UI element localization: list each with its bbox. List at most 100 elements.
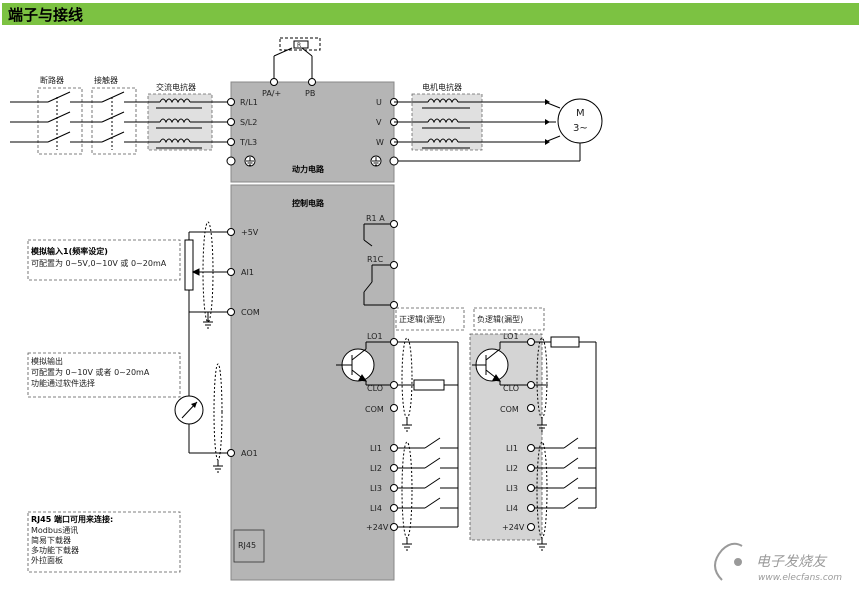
rj45-note-line5: 外拉面板 <box>31 555 63 565</box>
rj45-note-line1: RJ45 端口可用来连接: <box>31 514 113 524</box>
motor-symbol <box>557 98 603 144</box>
analog-output-note-line3: 功能通过软件选择 <box>31 378 95 388</box>
terminal-lo1: LO1 <box>367 332 383 341</box>
analog-output-note-line1: 模拟输出 <box>31 356 63 366</box>
ground-icon <box>370 155 382 167</box>
watermark-line2: www.elecfans.com <box>758 573 842 583</box>
ground-icon <box>402 543 412 551</box>
breaker-label: 断路器 <box>40 75 64 85</box>
brake-resistor-label: R <box>297 42 301 49</box>
rj45-port-label: RJ45 <box>238 541 256 550</box>
ground-icon <box>402 424 412 432</box>
analog-output-note-box <box>27 352 181 398</box>
ground-icon <box>537 543 547 551</box>
watermark-logo-icon <box>714 542 743 581</box>
brake-resistor-wiring <box>273 37 321 82</box>
terminal-v: V <box>376 118 382 127</box>
source-logic-label: 正逻辑(源型) <box>399 314 445 324</box>
ground-icon <box>213 465 223 473</box>
motor-reactor-coils <box>394 98 581 162</box>
terminal-r1c: R1C <box>367 255 384 264</box>
analog-output-note-line2: 可配置为 0~10V 或者 0~20mA <box>31 367 150 377</box>
page-title: 端子与接线 <box>8 6 84 24</box>
sink-terminal-com: COM <box>500 405 519 414</box>
terminal-24v: +24V <box>366 523 389 532</box>
power-circuit-title: 动力电路 <box>292 164 325 174</box>
brake-terminals <box>270 78 316 86</box>
ground-icon <box>203 321 213 329</box>
terminal-s-l2: S/L2 <box>240 118 257 127</box>
motor-label-3phase: 3~ <box>573 123 588 134</box>
terminal-u: U <box>376 98 382 107</box>
sink-logic-label-box <box>473 307 545 331</box>
relay-contacts <box>363 223 390 306</box>
terminal-5v: +5V <box>241 228 259 237</box>
source-output-terminals <box>390 338 398 412</box>
ac-reactor-coils <box>148 98 231 149</box>
ground-icon <box>537 424 547 432</box>
terminal-pb: PB <box>305 89 315 98</box>
terminal-li1: LI1 <box>370 444 382 453</box>
sink-terminal-24v: +24V <box>502 523 525 532</box>
sink-terminal-li3: LI3 <box>506 484 518 493</box>
rj45-port <box>233 529 265 563</box>
power-circuit-block <box>230 81 395 183</box>
terminal-ai1: AI1 <box>241 268 254 277</box>
sink-terminal-li4: LI4 <box>506 504 518 513</box>
motor-label-m: M <box>576 108 585 119</box>
rj45-note-line4: 多功能下载器 <box>31 545 79 555</box>
watermark-line1: 电子发烧友 <box>756 554 828 570</box>
analog-input-wiring <box>184 221 231 323</box>
input-power-lines <box>10 91 148 150</box>
ground-icon <box>244 155 256 167</box>
rj45-note-line2: Modbus通讯 <box>31 525 78 535</box>
terminal-com-out: COM <box>365 405 384 414</box>
transistor-symbol <box>336 341 390 386</box>
terminal-t-l3: T/L3 <box>239 138 257 147</box>
analog-input-note-box <box>27 239 181 281</box>
header-bar <box>2 3 859 25</box>
motor-wire-arrows <box>545 99 550 145</box>
sink-transistor-symbol <box>472 341 527 386</box>
motor-reactor-label: 电机电抗器 <box>422 82 462 92</box>
breaker-box <box>37 87 83 155</box>
source-logic-label-box <box>395 307 465 331</box>
control-circuit-title: 控制电路 <box>292 198 325 208</box>
sink-input-terminals <box>527 444 535 531</box>
terminal-li2: LI2 <box>370 464 382 473</box>
sink-terminal-li1: LI1 <box>506 444 518 453</box>
power-input-terminals <box>226 98 236 166</box>
sink-output-terminals <box>527 338 535 412</box>
analog-output-wiring <box>174 312 231 466</box>
analog-input-note-line1: 模拟输入1(频率设定) <box>31 246 108 256</box>
sink-terminal-li2: LI2 <box>506 464 518 473</box>
meter-needle-icon <box>191 402 197 408</box>
contactor-box <box>91 87 137 155</box>
rj45-note-box <box>27 511 181 573</box>
terminal-w: W <box>376 138 384 147</box>
terminal-r1a: R1 A <box>366 214 385 223</box>
rj45-note-line3: 简易下载器 <box>31 535 71 545</box>
sink-terminal-clo: CLO <box>503 384 519 393</box>
terminal-li4: LI4 <box>370 504 382 513</box>
control-circuit-block <box>230 184 395 581</box>
terminal-r-l1: R/L1 <box>240 98 258 107</box>
terminal-pa: PA/+ <box>262 89 281 98</box>
terminal-clo: CLO <box>367 384 383 393</box>
terminal-com: COM <box>241 308 260 317</box>
contactor-label: 接触器 <box>94 75 118 85</box>
terminal-ao1: AO1 <box>241 449 258 458</box>
ac-reactor-label: 交流电抗器 <box>156 82 196 92</box>
sink-logic-label: 负逻辑(漏型) <box>477 314 523 324</box>
sink-terminal-lo1: LO1 <box>503 332 519 341</box>
relay-terminals <box>390 220 398 309</box>
terminal-li3: LI3 <box>370 484 382 493</box>
terminal-ao1-dot <box>227 449 235 457</box>
source-logic-wiring <box>398 337 459 544</box>
analog-input-terminals <box>227 228 235 316</box>
sink-logic-wiring <box>535 336 597 544</box>
source-input-terminals <box>390 444 398 531</box>
analog-input-note-line2: 可配置为 0~5V,0~10V 或 0~20mA <box>31 258 167 268</box>
